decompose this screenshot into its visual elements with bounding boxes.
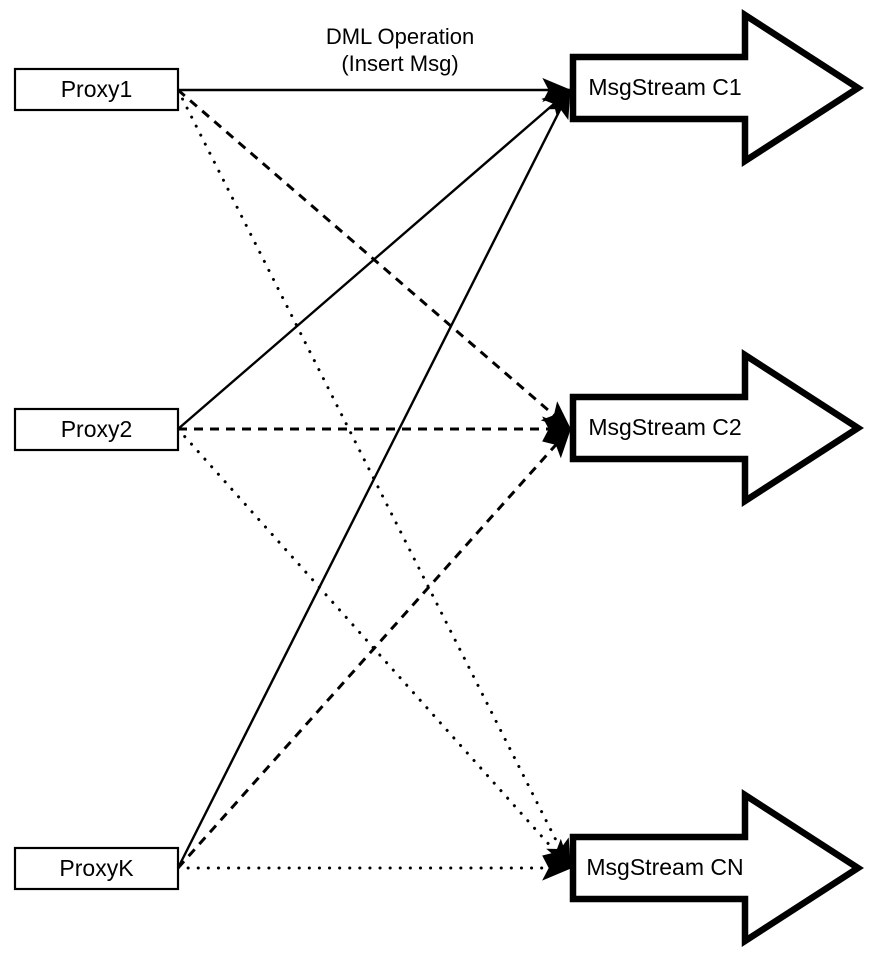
proxy1-label: Proxy1 [61, 76, 133, 102]
proxy-node-proxyk[interactable]: ProxyK [13, 846, 180, 891]
proxy-node-proxy1[interactable]: Proxy1 [13, 67, 180, 112]
connection-proxy2-to-c1[interactable] [177, 89, 571, 430]
stream-c1-block-arrow[interactable] [569, 9, 864, 167]
stream-c1-label: MsgStream C1 [588, 74, 741, 100]
stream-c2-label: MsgStream C2 [588, 414, 741, 440]
caption-line-1: DML Operation [326, 24, 474, 49]
proxy2-label: Proxy2 [61, 416, 133, 442]
proxy1-box[interactable] [13, 67, 180, 112]
stream-node-c1[interactable]: MsgStream C1 [569, 9, 864, 167]
stream-c2-block-arrow[interactable] [569, 349, 864, 507]
stream-node-cn[interactable]: MsgStream CN [569, 789, 864, 947]
stream-cn-block-arrow[interactable] [569, 789, 864, 947]
proxyk-box[interactable] [13, 846, 180, 891]
connection-proxyk-to-c1[interactable] [176, 88, 572, 869]
stream-node-c2[interactable]: MsgStream C2 [569, 349, 864, 507]
stream-cn-label: MsgStream CN [586, 854, 743, 880]
connection-layer [176, 78, 573, 881]
dml-operation-caption: DML Operation (Insert Msg) [326, 24, 474, 76]
proxyk-label: ProxyK [59, 855, 134, 881]
proxy2-box[interactable] [13, 407, 180, 452]
proxy-node-proxy2[interactable]: Proxy2 [13, 407, 180, 452]
caption-line-2: (Insert Msg) [341, 51, 458, 76]
connection-proxyk-to-c2[interactable] [176, 427, 572, 869]
